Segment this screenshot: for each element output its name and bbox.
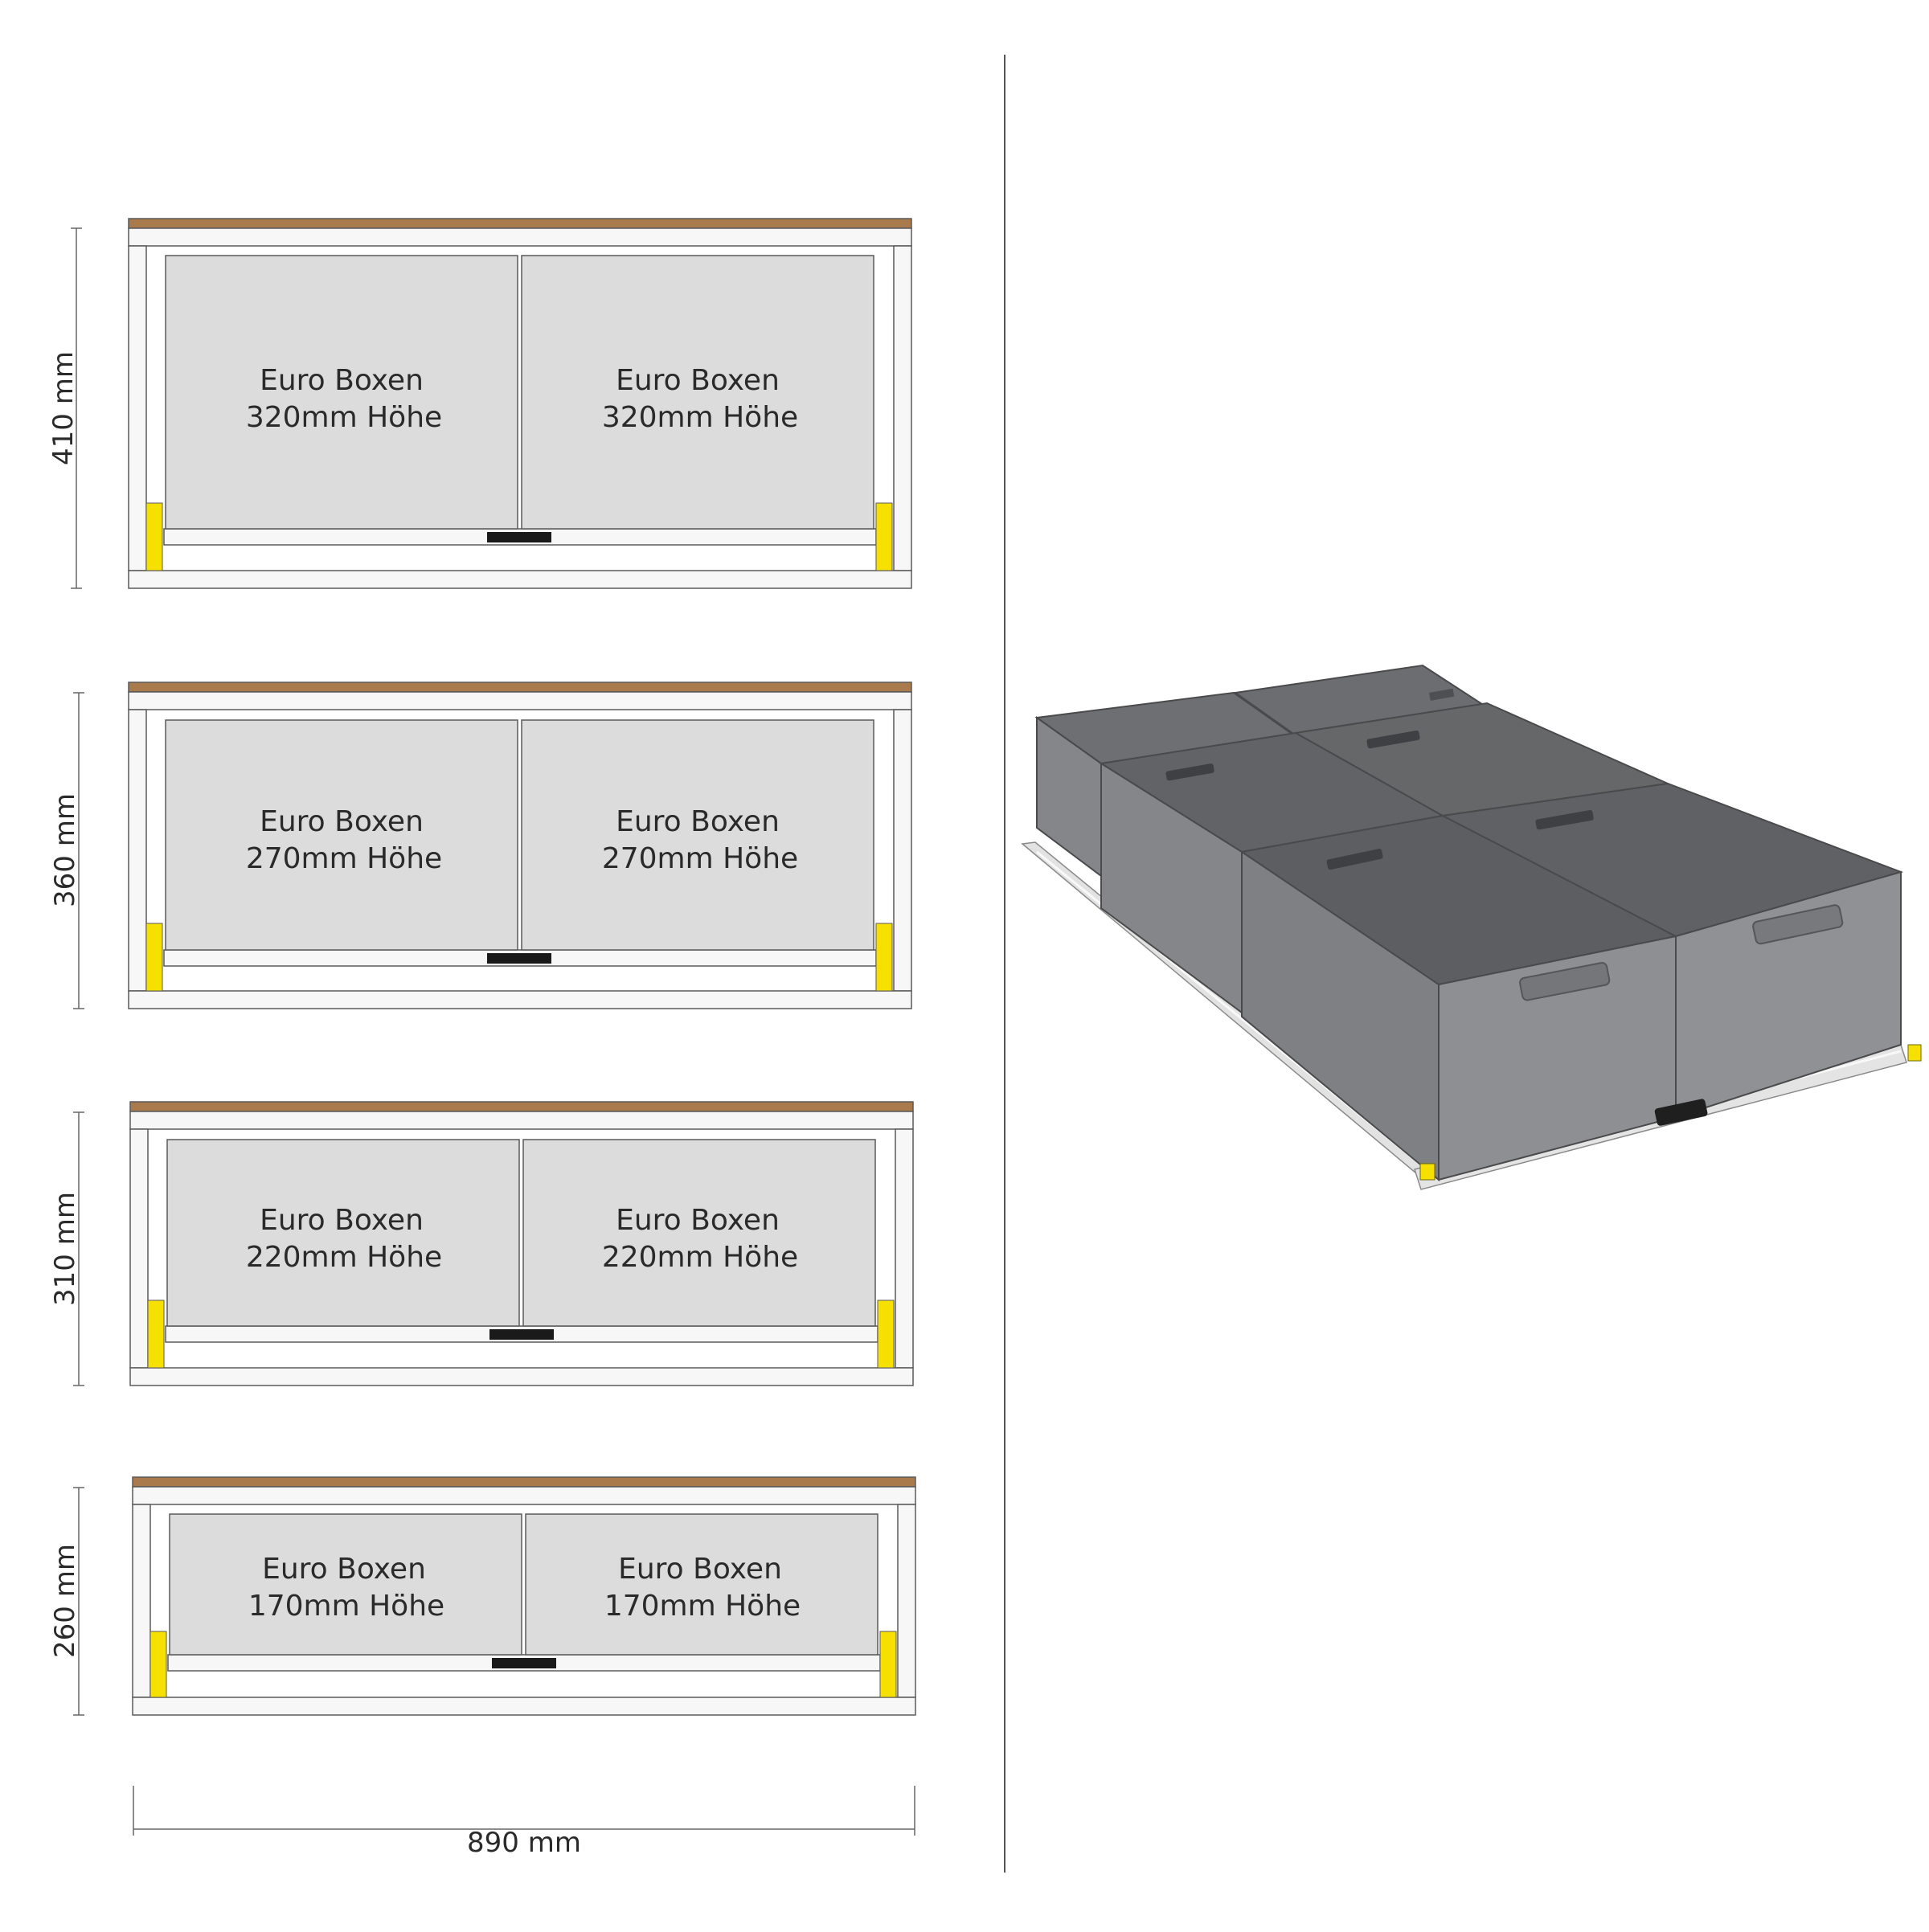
crate-front-left <box>1239 814 1678 1182</box>
wood-top <box>128 682 912 693</box>
wood-top <box>132 1476 916 1488</box>
euro-box-right <box>521 255 874 530</box>
height-label: 260 mm <box>49 1544 81 1658</box>
top-strip <box>128 691 912 710</box>
stopper-right <box>875 502 893 571</box>
box-left-line1: Euro Boxen <box>260 805 424 838</box>
box-right-line2: 170mm Höhe <box>604 1590 801 1623</box>
box-left-line1: Euro Boxen <box>262 1553 426 1586</box>
right-frame <box>897 1504 916 1698</box>
width-dimension: 890 mm <box>133 1786 915 1859</box>
left-frame <box>128 245 147 571</box>
drawer-handle <box>487 953 551 964</box>
euro-box-left <box>165 255 518 530</box>
drawer-360: Euro Boxen 270mm Höhe Euro Boxen 270mm H… <box>49 682 912 1009</box>
crate-back-left <box>1034 691 1296 878</box>
box-right-line2: 320mm Höhe <box>602 401 798 434</box>
box-left-line2: 220mm Höhe <box>246 1241 442 1274</box>
bottom-frame <box>132 1697 916 1716</box>
bottom-frame <box>128 990 912 1009</box>
render-stopper-left <box>1419 1163 1435 1181</box>
left-frame <box>129 1128 149 1369</box>
box-right-line1: Euro Boxen <box>616 805 780 838</box>
wood-top <box>128 218 912 229</box>
box-right-line1: Euro Boxen <box>618 1553 782 1586</box>
stopper-left <box>145 923 163 992</box>
drawer-handle <box>487 532 551 542</box>
height-label: 410 mm <box>47 351 80 465</box>
box-left-line1: Euro Boxen <box>260 364 424 397</box>
right-frame <box>893 245 912 571</box>
top-strip <box>129 1111 914 1130</box>
stopper-right <box>877 1300 895 1369</box>
right-frame <box>893 709 912 992</box>
top-strip <box>128 227 912 247</box>
euro-box-crate-render-icon <box>1021 664 1922 1190</box>
stopper-left <box>145 502 163 571</box>
euro-box-right <box>525 1513 878 1656</box>
height-label: 360 mm <box>49 793 81 907</box>
drawer-handle <box>492 1658 556 1668</box>
stopper-right <box>879 1631 897 1698</box>
euro-box-left <box>169 1513 522 1656</box>
top-strip <box>132 1486 916 1505</box>
euro-box-left <box>166 1139 520 1327</box>
stopper-right <box>875 923 893 992</box>
box-right-line2: 270mm Höhe <box>602 842 798 875</box>
box-right-line1: Euro Boxen <box>616 1204 780 1237</box>
box-left-line1: Euro Boxen <box>260 1204 424 1237</box>
left-frame <box>132 1504 151 1698</box>
wood-top <box>129 1101 914 1112</box>
drawer-310: Euro Boxen 220mm Höhe Euro Boxen 220mm H… <box>49 1101 914 1386</box>
render-stopper-right <box>1907 1044 1922 1062</box>
box-left-line2: 270mm Höhe <box>246 842 442 875</box>
euro-box-right <box>522 1139 876 1327</box>
stopper-left <box>149 1631 167 1698</box>
stopper-left <box>147 1300 165 1369</box>
width-label: 890 mm <box>467 1827 581 1859</box>
bottom-frame <box>129 1367 914 1386</box>
render-handle <box>1654 1099 1708 1126</box>
euro-box-right <box>521 719 874 951</box>
box-right-line1: Euro Boxen <box>616 364 780 397</box>
box-left-line2: 170mm Höhe <box>248 1590 444 1623</box>
box-right-line2: 220mm Höhe <box>602 1241 798 1274</box>
box-left-line2: 320mm Höhe <box>246 401 442 434</box>
left-frame <box>128 709 147 992</box>
euro-box-left <box>165 719 518 951</box>
height-label: 310 mm <box>49 1192 81 1306</box>
bottom-frame <box>128 570 912 589</box>
drawer-260: Euro Boxen 170mm Höhe Euro Boxen 170mm H… <box>49 1476 916 1716</box>
right-frame <box>895 1128 914 1369</box>
drawer-410: Euro Boxen 320mm Höhe Euro Boxen 320mm H… <box>47 218 912 589</box>
crate-front-right <box>1440 782 1904 1119</box>
drawer-handle <box>489 1329 554 1340</box>
